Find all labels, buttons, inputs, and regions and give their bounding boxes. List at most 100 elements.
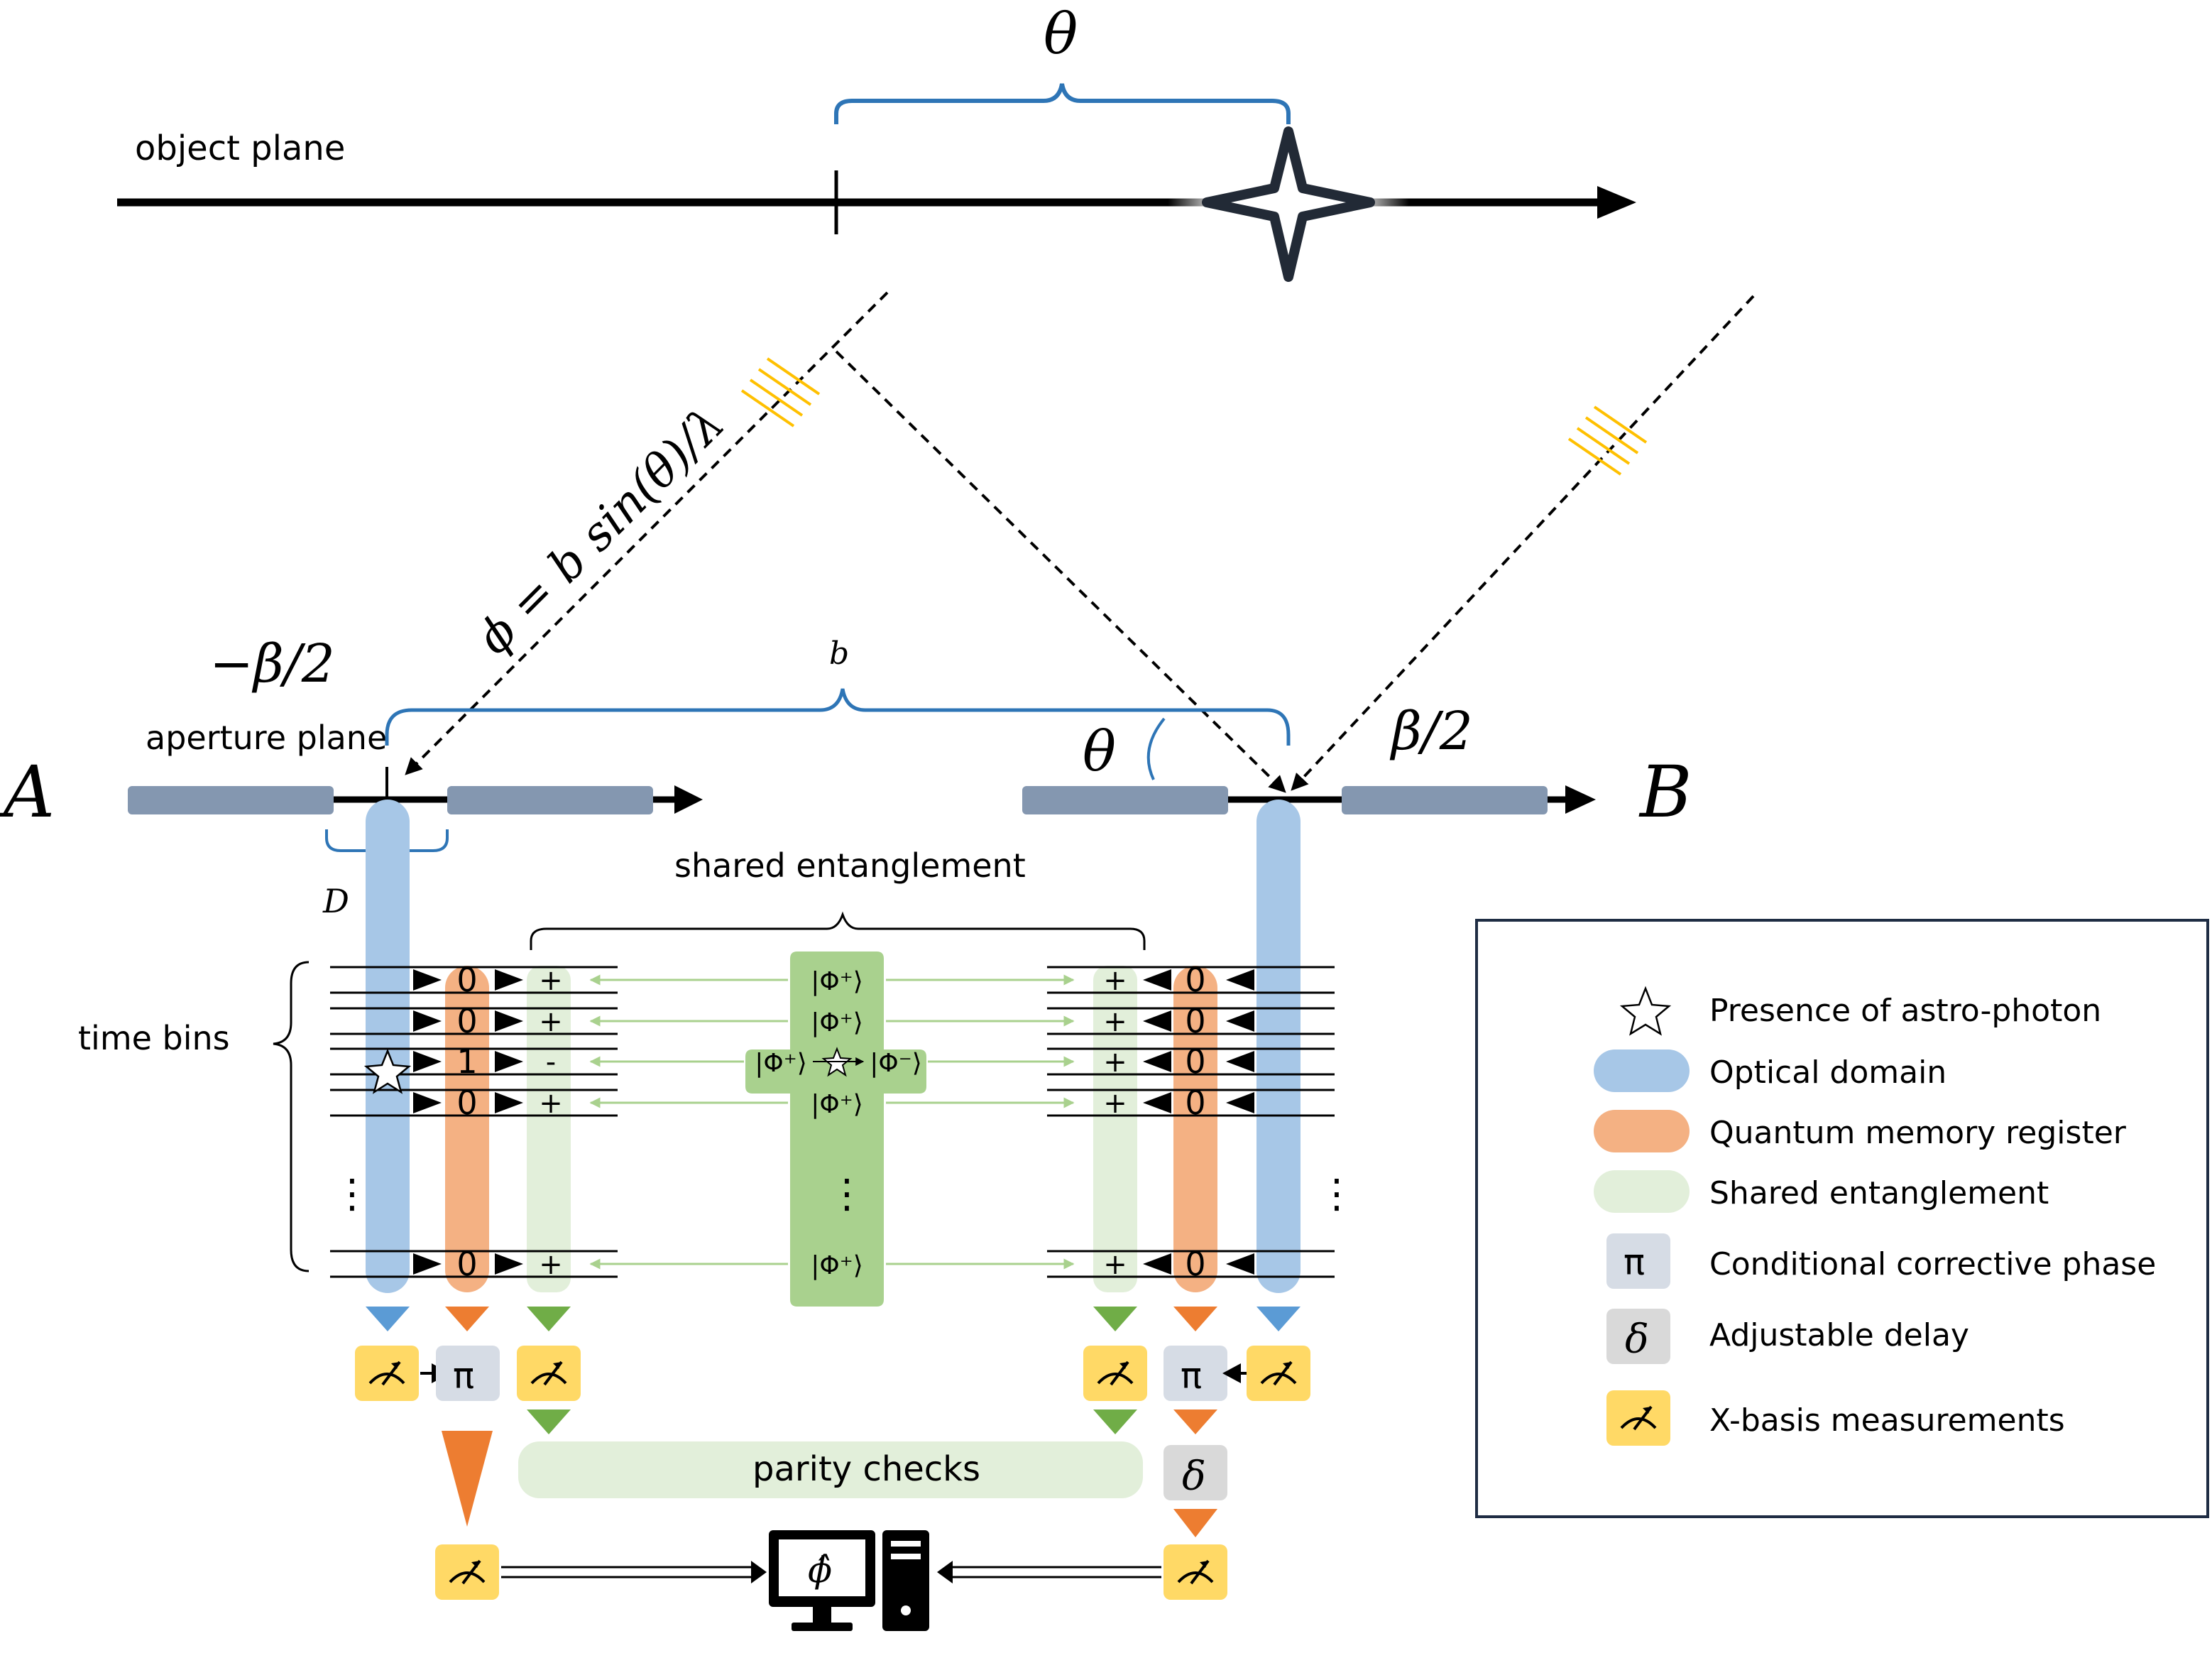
- time-bins-brace: [273, 961, 310, 1272]
- aperture-axis-a-arrowhead: [674, 785, 703, 814]
- legend-frame: [1475, 919, 2209, 1518]
- legend-pi-box: [1606, 1233, 1670, 1289]
- ellipsis-bell: ⋮: [827, 1171, 867, 1217]
- entangle-sign-right: +: [1103, 1005, 1127, 1038]
- bell-swap-left: |Φ⁺⟩: [755, 1049, 807, 1078]
- legend-label-entangle: Shared entanglement: [1709, 1175, 2049, 1211]
- time-bins-label: time bins: [78, 1019, 230, 1057]
- legend-label-astro: Presence of astro-photon: [1709, 993, 2101, 1029]
- optical-column-b: [1256, 800, 1301, 1293]
- parity-checks-box: [518, 1441, 1143, 1498]
- ray-to-a: [405, 291, 889, 775]
- computer-icon: [769, 1530, 929, 1631]
- right-flow-arrowhead: [1143, 1253, 1171, 1275]
- legend-label-memory: Quantum memory register: [1709, 1115, 2127, 1151]
- legend-label-optical: Optical domain: [1709, 1054, 1947, 1091]
- link-b-head: [937, 1561, 953, 1583]
- entangle-sign-right: +: [1103, 1046, 1127, 1079]
- entangle-column-b: [1093, 966, 1137, 1292]
- left-flow-arrowhead: [495, 969, 523, 991]
- triangle-entangle-a: [527, 1307, 571, 1331]
- entangle-sign-left: +: [539, 1087, 563, 1120]
- node-b-label: B: [1638, 751, 1692, 834]
- object-plane-label: object plane: [135, 129, 345, 168]
- optical-column-a: [366, 800, 410, 1293]
- time-bins-group: time bins: [78, 961, 310, 1272]
- theta-brace-top: [834, 83, 1291, 124]
- bell-state-label: |Φ⁺⟩: [811, 1008, 863, 1037]
- triangle-memory-a: [445, 1307, 489, 1331]
- ellipsis-right: ⋮: [1317, 1171, 1357, 1217]
- left-flow-arrowhead: [413, 969, 442, 991]
- bell-state-label: |Φ⁺⟩: [811, 967, 863, 996]
- object-plane-arrowhead: [1597, 186, 1636, 219]
- arrow-to-pi-b-head: [1222, 1363, 1241, 1383]
- baseline-label: b: [829, 636, 849, 672]
- pi-label-b: π: [1181, 1356, 1202, 1397]
- memory-bit-right: 0: [1185, 1245, 1205, 1283]
- neg-beta-label: −β/2: [209, 633, 335, 694]
- left-flow-arrowhead: [495, 1253, 523, 1275]
- memory-bit-left: 0: [456, 1084, 477, 1122]
- memory-bit-right: 0: [1185, 1002, 1205, 1040]
- entangle-sign-left: +: [539, 964, 563, 997]
- legend: π δ Presence of astro-photon Optical dom…: [1475, 919, 2209, 1518]
- entangle-sign-left: -: [546, 1046, 556, 1079]
- triangle-optical-a: [366, 1307, 410, 1331]
- bell-swap-right: |Φ⁻⟩: [870, 1049, 922, 1078]
- memory-bit-right: 0: [1185, 961, 1205, 999]
- triangle-entangle-b: [1093, 1307, 1137, 1331]
- shared-entanglement-label: shared entanglement: [674, 846, 1026, 885]
- triangle-entangle-b-2: [1093, 1410, 1137, 1434]
- entangle-sign-left: +: [539, 1248, 563, 1281]
- legend-swatch-optical: [1594, 1049, 1690, 1092]
- legend-pi-symbol: π: [1624, 1242, 1645, 1283]
- legend-swatch-entangle: [1594, 1170, 1690, 1213]
- left-flow-arrowhead: [413, 1051, 442, 1072]
- time-bin-lines: [330, 966, 1335, 1278]
- measurement-row: π π: [355, 1346, 1310, 1401]
- phase-equation: ϕ = b sin(θ)/λ: [466, 396, 735, 665]
- theta-aperture-label: θ: [1083, 720, 1116, 784]
- theta-top-label: θ: [1044, 1, 1078, 67]
- node-a-label: A: [0, 751, 55, 834]
- right-flow-arrowhead: [1226, 969, 1254, 991]
- left-flow-arrowhead: [413, 1010, 442, 1032]
- memory-bit-right: 0: [1185, 1084, 1205, 1122]
- left-flow-arrowhead: [495, 1010, 523, 1032]
- bell-state-label: |Φ⁺⟩: [811, 1251, 863, 1280]
- columns: [366, 800, 1301, 1307]
- triangle-memory-b-2: [1173, 1410, 1217, 1434]
- mirror-b-left: [1022, 786, 1228, 814]
- parity-checks-label: parity checks: [752, 1449, 980, 1489]
- entangle-sign-left: +: [539, 1005, 563, 1038]
- delta-label: δ: [1182, 1454, 1206, 1500]
- right-flow-arrowhead: [1226, 1010, 1254, 1032]
- output-triangles: [366, 1307, 1301, 1537]
- ellipsis-left: ⋮: [332, 1171, 372, 1217]
- estimator-label: ϕ̂: [808, 1549, 832, 1591]
- wavefront-left: [740, 357, 821, 427]
- astro-star-icon: [1202, 126, 1375, 282]
- pi-box-a: [436, 1346, 500, 1401]
- astro-photon-star-icon: [363, 1048, 412, 1094]
- delta-box: [1164, 1445, 1227, 1500]
- readout-row: ϕ̂: [435, 1530, 1227, 1631]
- memory-bit-left: 0: [456, 961, 477, 999]
- triangle-memory-b: [1173, 1307, 1217, 1331]
- mirror-a-left: [128, 786, 334, 814]
- mirror-b-right: [1342, 786, 1548, 814]
- legend-label-pi: Conditional corrective phase: [1709, 1246, 2156, 1282]
- ray-to-b: [1291, 295, 1755, 791]
- memory-bit-left: 0: [456, 1245, 477, 1283]
- left-flow-arrowhead: [413, 1092, 442, 1113]
- left-flow-arrowhead: [495, 1051, 523, 1072]
- theta-arc: [1146, 717, 1166, 780]
- right-flow-arrowhead: [1143, 1010, 1171, 1032]
- baseline-brace: [385, 688, 1291, 746]
- right-flow-arrowhead: [1143, 1092, 1171, 1113]
- shared-entanglement-group: shared entanglement: [530, 846, 1146, 950]
- legend-swatch-memory: [1594, 1110, 1690, 1152]
- pos-beta-label: β/2: [1389, 701, 1473, 762]
